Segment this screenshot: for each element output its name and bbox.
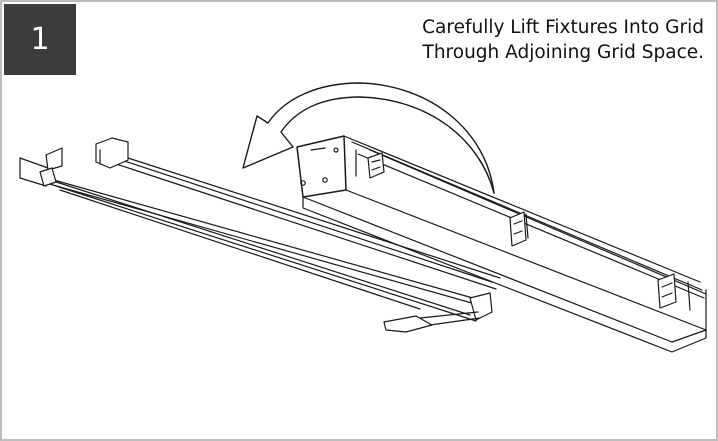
installed-fixture-icon [19, 137, 501, 333]
step-number-badge: 1 [4, 4, 76, 75]
curved-arrow-icon [242, 82, 495, 194]
instruction-line-1: Carefully Lift Fixtures Into Grid [422, 17, 704, 38]
lifted-fixture-icon [296, 135, 707, 353]
instruction-text: Carefully Lift Fixtures Into Grid Throug… [304, 15, 704, 65]
instruction-line-2: Through Adjoining Grid Space. [422, 42, 704, 63]
